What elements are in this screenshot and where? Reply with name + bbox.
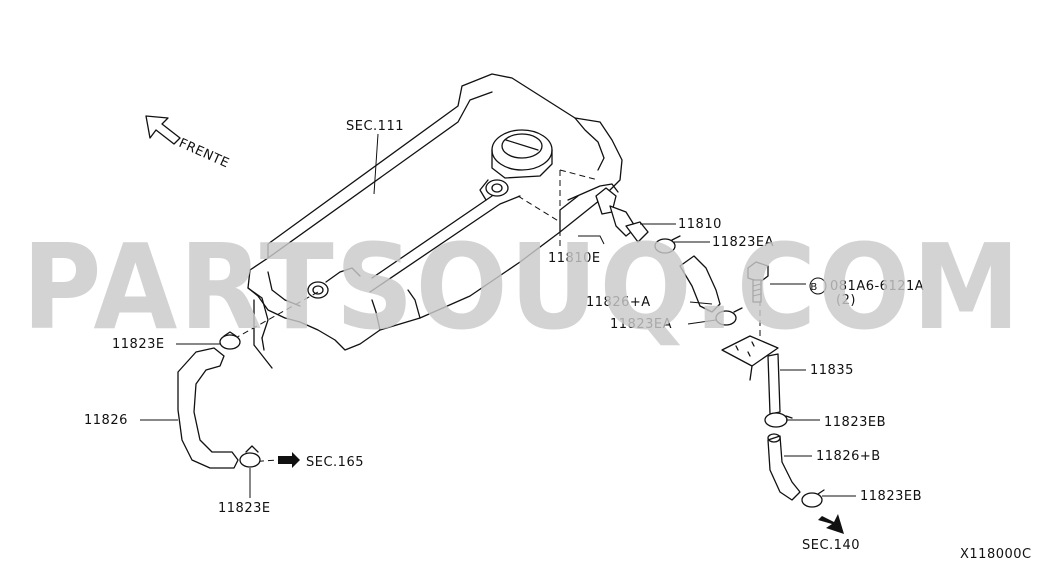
diagram-code: X118000C	[960, 547, 1032, 562]
clamp-11823e-top	[219, 331, 241, 350]
label-11823ea-top: 11823EA	[712, 235, 774, 250]
pcv-valve	[595, 187, 649, 243]
label-bolt-part: 081A6-6121A	[830, 279, 924, 294]
pipe-11835	[767, 353, 781, 415]
label-bolt-marker: B	[810, 282, 817, 293]
label-11823ea-mid: 11823EA	[610, 317, 672, 332]
clamp-11823eb-bottom	[801, 489, 825, 508]
bolt-081a6	[747, 261, 769, 303]
label-11826a: 11826+A	[586, 295, 651, 310]
clamp-11823ea-top	[654, 235, 681, 254]
label-11823e-bottom: 11823E	[218, 501, 271, 516]
label-11835: 11835	[810, 363, 854, 378]
label-11810: 11810	[678, 217, 722, 232]
watermark: PARTSOUQ.COM	[22, 218, 1022, 356]
arrow-sec165	[278, 452, 300, 468]
bracket	[721, 335, 779, 381]
arrow-sec140	[818, 514, 844, 534]
bolt-marker-circle	[809, 277, 827, 295]
label-11823e-top: 11823E	[112, 337, 165, 352]
clamp-11823e-bottom	[239, 445, 261, 468]
hose-11826	[177, 347, 239, 469]
rocker-cover	[247, 73, 623, 369]
label-sec165: SEC.165	[306, 455, 364, 470]
label-11810e: 11810E	[548, 251, 601, 266]
front-arrow-icon	[145, 115, 181, 145]
clamp-11823eb-top	[764, 412, 793, 428]
label-frente: FRENTE	[176, 136, 231, 172]
label-11826b: 11826+B	[816, 449, 881, 464]
clamp-11823ea-mid	[715, 307, 743, 326]
label-sec111: SEC.111	[346, 119, 404, 134]
hose-11826a	[679, 255, 721, 313]
label-11823eb-bottom: 11823EB	[860, 489, 922, 504]
label-11826: 11826	[84, 413, 128, 428]
hose-11826b	[767, 433, 801, 501]
label-bolt-qty: (2)	[836, 293, 856, 308]
label-11823eb-top: 11823EB	[824, 415, 886, 430]
label-sec140: SEC.140	[802, 538, 860, 553]
